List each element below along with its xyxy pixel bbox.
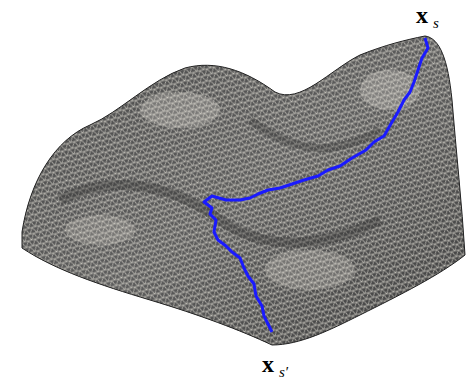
point-subscript: s′	[279, 365, 288, 380]
point-subscript: s	[433, 16, 439, 31]
geodesic-path	[204, 38, 428, 332]
point-label: x	[416, 3, 428, 27]
point-label: x	[262, 352, 274, 376]
